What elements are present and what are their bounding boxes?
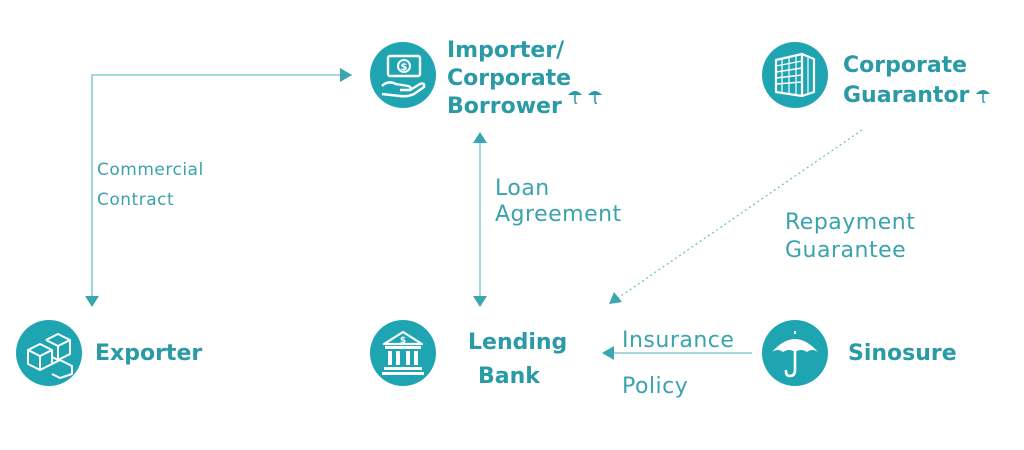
arrowhead-left <box>602 346 614 360</box>
arrowhead-diag <box>609 292 622 304</box>
guarantor-label: Corporate Guarantor <box>843 53 970 108</box>
bank-label: Lending Bank <box>468 330 568 389</box>
arrowhead-down-loan <box>473 296 487 307</box>
arrowhead-down <box>85 296 99 307</box>
umbrella-icon <box>762 320 828 386</box>
commercial-contract-connector <box>91 74 352 302</box>
svg-text:$: $ <box>400 336 406 346</box>
arrowhead-up <box>473 132 487 143</box>
exporter-label: Exporter <box>95 341 203 366</box>
insurance-policy-label: Insurance Policy <box>622 328 735 399</box>
importer-label: Importer/ Corporate Borrower <box>447 38 572 119</box>
repayment-guarantee-connector <box>617 129 863 299</box>
arrowhead-right <box>340 68 352 82</box>
cash-hand-icon: $ <box>370 42 436 108</box>
office-building-icon <box>762 42 828 108</box>
loan-agreement-label: Loan Agreement <box>495 176 622 227</box>
umbrella-small-icon <box>976 90 990 104</box>
repayment-guarantee-label: Repayment Guarantee <box>785 210 916 263</box>
sinosure-label: Sinosure <box>848 341 957 366</box>
svg-text:$: $ <box>401 62 408 73</box>
double-umbrella-icon <box>568 91 602 105</box>
commercial-contract-label: Commercial Contract <box>97 160 204 210</box>
bank-icon: $ <box>370 320 436 386</box>
boxes-icon <box>16 320 82 386</box>
